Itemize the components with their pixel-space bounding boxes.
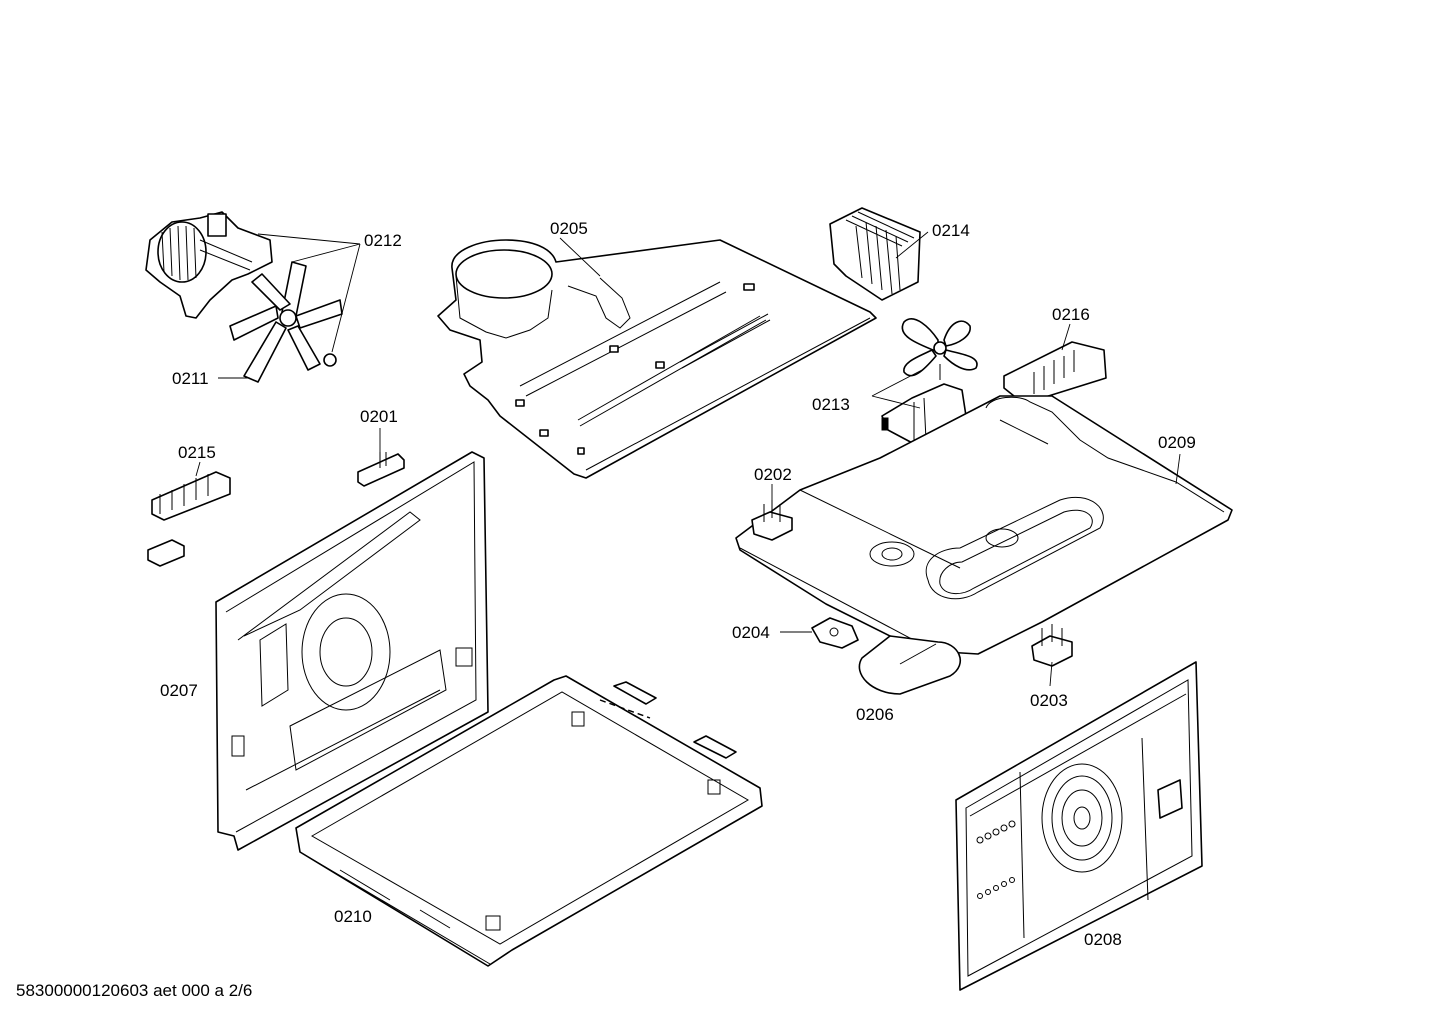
part-0215-terminal-strip — [147, 471, 231, 567]
part-0206-plate — [858, 635, 962, 695]
label-0212: 0212 — [364, 231, 402, 250]
label-0206: 0206 — [856, 705, 894, 724]
part-0214-grille — [829, 207, 921, 301]
leader-lines — [195, 231, 1181, 687]
part-0205-duct-cover — [437, 239, 877, 479]
label-0205: 0205 — [550, 219, 588, 238]
part-0203-thermostat — [1031, 624, 1073, 667]
label-0213: 0213 — [812, 395, 850, 414]
label-0209: 0209 — [1158, 433, 1196, 452]
label-0216: 0216 — [1052, 305, 1090, 324]
part-0201-block — [357, 452, 405, 487]
part-0207-back-panel — [215, 451, 489, 851]
label-0211: 0211 — [172, 369, 209, 388]
part-labels: 0212 0211 0205 0214 0216 0213 0201 0209 … — [160, 219, 1196, 949]
label-0208: 0208 — [1084, 930, 1122, 949]
part-0210-bottom-tray — [295, 675, 763, 967]
part-0202-thermostat — [751, 500, 793, 541]
part-0212-fan-motor — [145, 211, 337, 367]
document-id: 58300000120603 aet 000 a 2/6 — [16, 981, 252, 1000]
part-0204-bracket — [811, 617, 859, 649]
part-0211-fan-blade — [229, 261, 343, 383]
label-0202: 0202 — [754, 465, 792, 484]
label-0204: 0204 — [732, 623, 770, 642]
label-0215: 0215 — [178, 443, 216, 462]
label-0201: 0201 — [360, 407, 398, 426]
label-0203: 0203 — [1030, 691, 1068, 710]
part-0209-base-plate — [735, 395, 1233, 655]
label-0207: 0207 — [160, 681, 198, 700]
part-0213-fan-motor — [881, 318, 978, 447]
label-0214: 0214 — [932, 221, 970, 240]
label-0210: 0210 — [334, 907, 372, 926]
part-0208-front-panel — [955, 661, 1203, 991]
